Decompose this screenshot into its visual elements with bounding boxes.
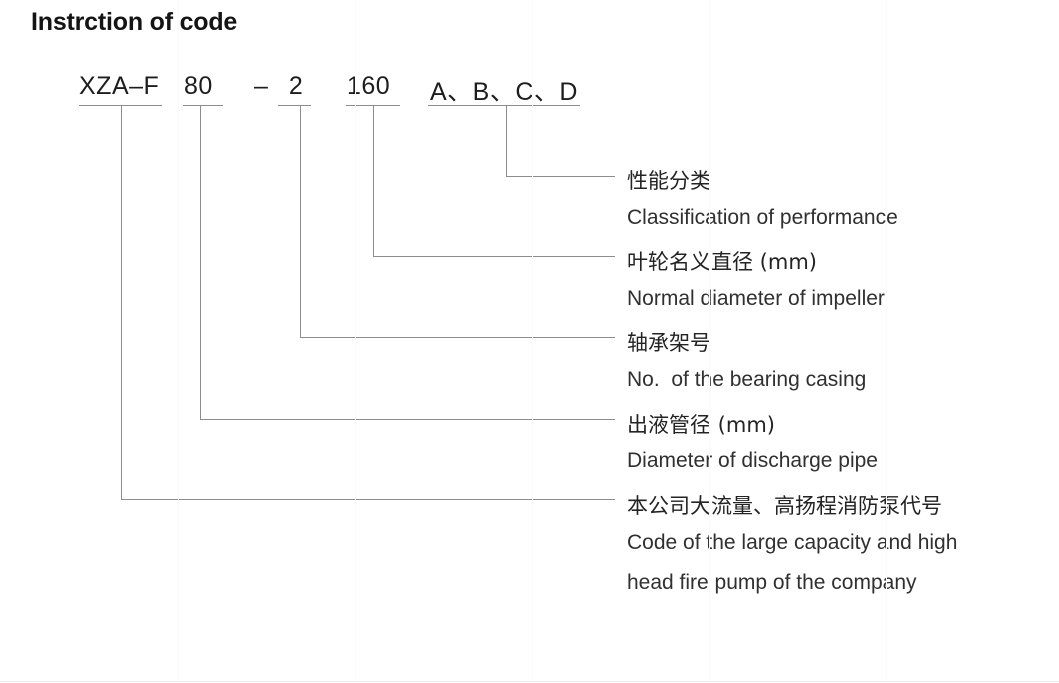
description-performance-class-en: Classification of performance xyxy=(627,206,898,229)
code-segment-performance-class: A、B、C、D xyxy=(430,78,578,106)
leader-vertical-performance-class xyxy=(506,105,507,176)
page-seam xyxy=(709,0,710,683)
leader-vertical-company-code xyxy=(121,105,122,499)
code-segment-model-prefix: XZA–F xyxy=(79,72,160,100)
page-seam xyxy=(886,0,887,683)
underline-discharge-diameter xyxy=(183,105,223,106)
description-company-code-en-line2: head fire pump of the company xyxy=(627,571,917,594)
code-segment-discharge-diameter: 80 xyxy=(184,72,213,100)
code-segment-impeller-diameter: 160 xyxy=(347,72,391,100)
page-seam xyxy=(355,0,356,683)
page-seam xyxy=(532,0,533,683)
leader-horizontal-company-code xyxy=(121,499,615,500)
description-company-code-en-line1: Code of the large capacity and high xyxy=(627,531,958,554)
description-bearing-casing-no-en: No. of the bearing casing xyxy=(627,368,867,391)
leader-horizontal-bearing-casing-no xyxy=(300,337,615,338)
leader-horizontal-discharge-diameter xyxy=(200,419,615,420)
underline-bearing-casing-no xyxy=(278,105,311,106)
leader-vertical-bearing-casing-no xyxy=(300,105,301,337)
leader-horizontal-performance-class xyxy=(506,176,615,177)
description-company-code-cn: 本公司大流量、高扬程消防泵代号 xyxy=(627,494,942,518)
leader-vertical-discharge-diameter xyxy=(200,105,201,419)
description-discharge-diameter-en: Diameter of discharge pipe xyxy=(627,449,878,472)
description-performance-class-cn: 性能分类 xyxy=(627,169,711,193)
description-bearing-casing-no-cn: 轴承架号 xyxy=(627,331,711,355)
page-title: Instrction of code xyxy=(31,8,238,36)
leader-vertical-impeller-diameter xyxy=(373,105,374,256)
underline-model-prefix xyxy=(79,105,162,106)
page-seam xyxy=(178,0,179,683)
code-segment-bearing-casing-no: – 2 xyxy=(254,72,310,100)
description-impeller-diameter-en: Normal diameter of impeller xyxy=(627,287,885,310)
description-discharge-diameter-cn: 出液管径 (mm) xyxy=(627,413,775,437)
description-impeller-diameter-cn: 叶轮名义直径 (mm) xyxy=(627,250,817,274)
leader-horizontal-impeller-diameter xyxy=(373,256,615,257)
underline-performance-class xyxy=(428,105,580,106)
page-bottom-rule xyxy=(0,681,1059,682)
